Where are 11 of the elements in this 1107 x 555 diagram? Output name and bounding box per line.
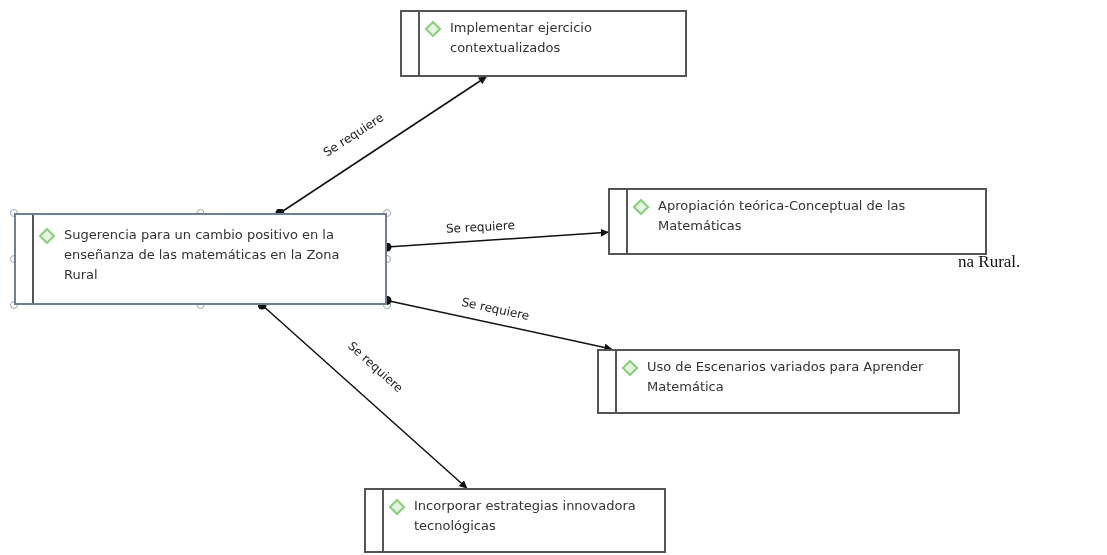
process-box bbox=[364, 488, 666, 553]
box-text: Uso de Escenarios variados para Aprender Matemática bbox=[647, 358, 925, 396]
box-text: Implementar ejercicio contextualizados bbox=[450, 19, 593, 57]
process-box bbox=[608, 188, 987, 255]
edge-label: Se requiere bbox=[444, 218, 517, 236]
box-text: Apropiación teórica-Conceptual de las Matemáticas bbox=[658, 197, 907, 235]
box-text: Incorporar estrategias innovadora tecnológicas bbox=[414, 497, 637, 535]
text-fragment: na Rural. bbox=[958, 252, 1021, 272]
process-box bbox=[597, 349, 960, 414]
process-box bbox=[400, 10, 687, 77]
box-text: Sugerencia para un cambio positivo en la enseñanza de las matemáticas en la Zona Rural bbox=[64, 226, 341, 284]
